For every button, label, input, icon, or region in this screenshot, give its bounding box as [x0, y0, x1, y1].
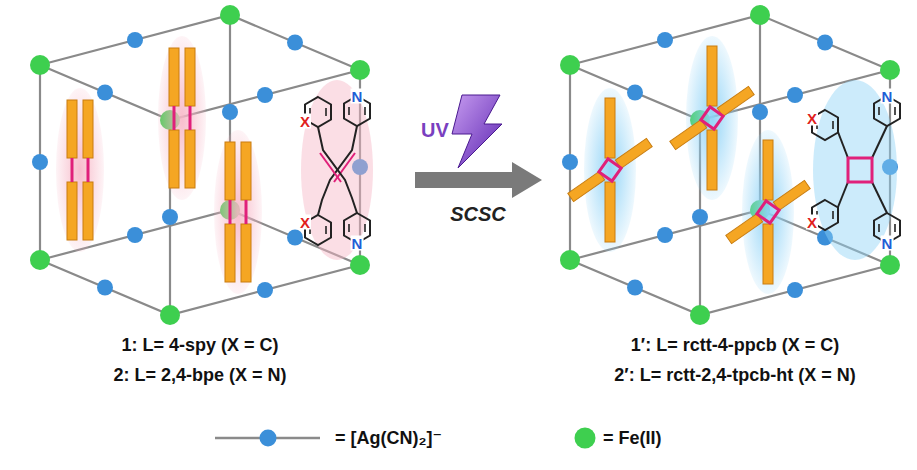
atom-label: X	[806, 111, 818, 126]
legend-swatch	[575, 428, 596, 449]
compound-caption: 1′: L= rctt-4-ppcb (X = C)	[631, 336, 839, 356]
atom-label: X	[299, 114, 311, 129]
light-label: UV	[421, 119, 449, 141]
atom-label: X	[806, 215, 818, 230]
atom-label: N	[351, 236, 364, 251]
compound-caption: 2: L= 2,4-bpe (X = N)	[113, 366, 286, 386]
compound-caption: 2′: L= rctt-2,4-tpcb-ht (X = N)	[614, 366, 855, 386]
framework-after	[560, 5, 900, 325]
legend-text: = [Ag(CN)₂]⁻	[335, 427, 442, 449]
atom-label: N	[881, 89, 894, 104]
legend-text: = Fe(II)	[603, 428, 662, 449]
atom-label: N	[881, 236, 894, 251]
atom-label: N	[351, 89, 364, 104]
framework-before	[30, 5, 373, 325]
process-label: SCSC	[450, 203, 506, 225]
reaction-arrow	[415, 95, 542, 198]
atom-label: X	[299, 215, 311, 230]
cyclobutane-dimer	[812, 80, 900, 260]
compound-caption: 1: L= 4-spy (X = C)	[121, 336, 278, 356]
legend-swatch	[260, 430, 277, 447]
monomer-pair	[301, 80, 373, 260]
